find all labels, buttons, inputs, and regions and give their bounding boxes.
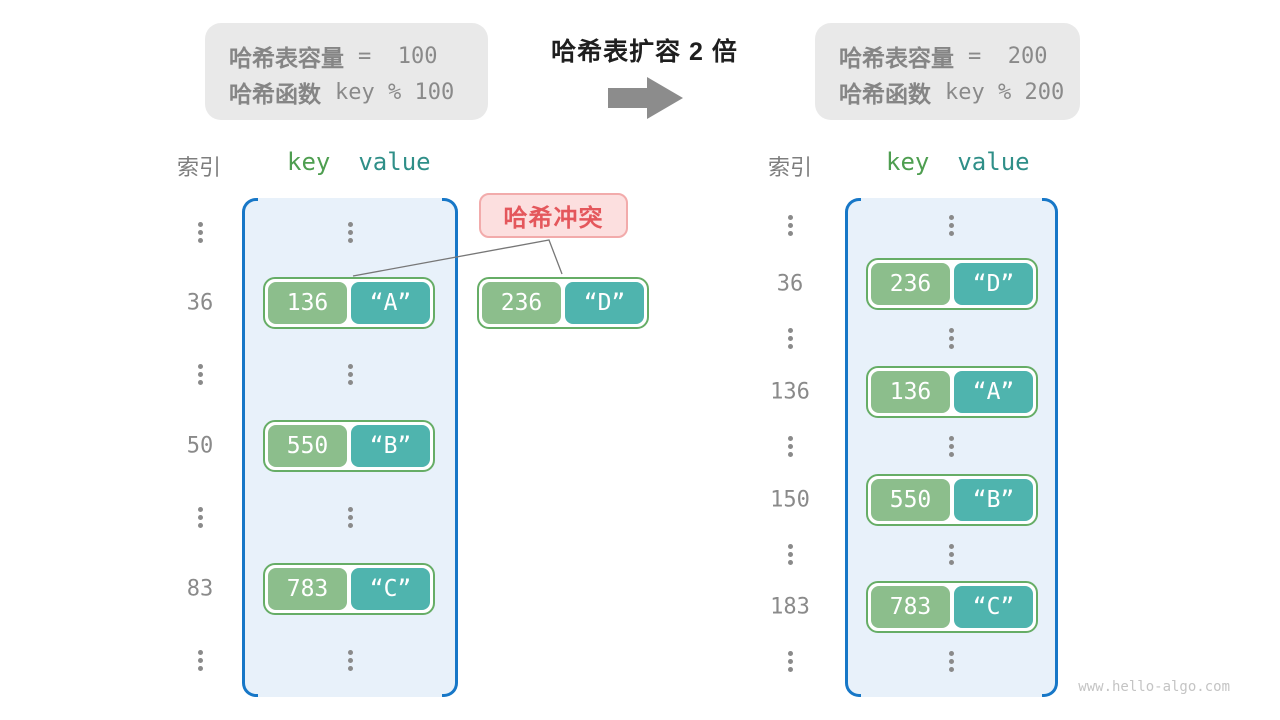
kv-pair: 236 “D” xyxy=(866,258,1038,310)
ellipsis-dots xyxy=(944,544,958,565)
index-label: 50 xyxy=(186,433,214,459)
ellipsis-dots xyxy=(783,328,797,349)
ellipsis-dots xyxy=(944,651,958,672)
column-header-value: value xyxy=(358,148,431,176)
index-label: 150 xyxy=(770,487,810,513)
expand-arrow-icon xyxy=(608,77,683,119)
index-label: 36 xyxy=(776,271,804,297)
capacity-value: = 200 xyxy=(968,43,1048,69)
hash-function-value: key % 200 xyxy=(945,79,1065,105)
ellipsis-dots xyxy=(193,507,207,528)
capacity-value: = 100 xyxy=(358,43,438,69)
kv-pair: 136 “A” xyxy=(866,366,1038,418)
ellipsis-dots xyxy=(783,215,797,236)
ellipsis-dots xyxy=(783,651,797,672)
index-label: 36 xyxy=(186,290,214,316)
ellipsis-dots xyxy=(343,507,357,528)
capacity-line: 哈希表容量 = 200 xyxy=(839,38,1080,74)
key-cell: 236 xyxy=(871,263,950,305)
column-header-keyvalue: key value xyxy=(287,148,431,176)
ellipsis-dots xyxy=(944,436,958,457)
watermark: www.hello-algo.com xyxy=(1078,679,1230,695)
ellipsis-dots xyxy=(343,650,357,671)
info-box-capacity-200: 哈希表容量 = 200 哈希函数 key % 200 xyxy=(815,23,1080,120)
hash-function-label: 哈希函数 xyxy=(229,81,321,107)
hash-function-value: key % 100 xyxy=(335,79,455,105)
info-box-capacity-100: 哈希表容量 = 100 哈希函数 key % 100 xyxy=(205,23,488,120)
ellipsis-dots xyxy=(783,544,797,565)
ellipsis-dots xyxy=(193,364,207,385)
column-header-key: key xyxy=(287,148,331,176)
value-cell: “D” xyxy=(954,263,1033,305)
kv-pair: 783 “C” xyxy=(263,563,435,615)
value-cell: “B” xyxy=(954,479,1033,521)
key-cell: 136 xyxy=(268,282,347,324)
capacity-label: 哈希表容量 xyxy=(229,45,344,71)
column-header-key: key xyxy=(886,148,930,176)
capacity-line: 哈希表容量 = 100 xyxy=(229,38,488,74)
index-label: 183 xyxy=(770,594,810,620)
capacity-label: 哈希表容量 xyxy=(839,45,954,71)
kv-pair: 550 “B” xyxy=(866,474,1038,526)
collision-label: 哈希冲突 xyxy=(479,193,628,238)
key-cell: 550 xyxy=(871,479,950,521)
ellipsis-dots xyxy=(783,436,797,457)
value-cell: “A” xyxy=(954,371,1033,413)
ellipsis-dots xyxy=(343,222,357,243)
kv-pair: 550 “B” xyxy=(263,420,435,472)
ellipsis-dots xyxy=(944,215,958,236)
ellipsis-dots xyxy=(944,328,958,349)
key-cell: 136 xyxy=(871,371,950,413)
value-cell: “C” xyxy=(351,568,430,610)
ellipsis-dots xyxy=(193,222,207,243)
hash-function-line: 哈希函数 key % 200 xyxy=(839,74,1080,110)
ellipsis-dots xyxy=(343,364,357,385)
key-cell: 783 xyxy=(871,586,950,628)
value-cell: “B” xyxy=(351,425,430,467)
column-header-value: value xyxy=(957,148,1030,176)
collision-kv-pair: 236 “D” xyxy=(477,277,649,329)
key-cell: 783 xyxy=(268,568,347,610)
hash-function-label: 哈希函数 xyxy=(839,81,931,107)
index-label: 83 xyxy=(186,576,214,602)
hash-function-line: 哈希函数 key % 100 xyxy=(229,74,488,110)
column-header-index: 索引 xyxy=(177,155,222,180)
key-cell: 236 xyxy=(482,282,561,324)
key-cell: 550 xyxy=(268,425,347,467)
index-label: 136 xyxy=(770,379,810,405)
expand-title: 哈希表扩容 2 倍 xyxy=(551,38,738,66)
column-header-index: 索引 xyxy=(768,155,813,180)
value-cell: “A” xyxy=(351,282,430,324)
value-cell: “D” xyxy=(565,282,644,324)
kv-pair: 136 “A” xyxy=(263,277,435,329)
ellipsis-dots xyxy=(193,650,207,671)
column-header-keyvalue: key value xyxy=(886,148,1030,176)
kv-pair: 783 “C” xyxy=(866,581,1038,633)
value-cell: “C” xyxy=(954,586,1033,628)
